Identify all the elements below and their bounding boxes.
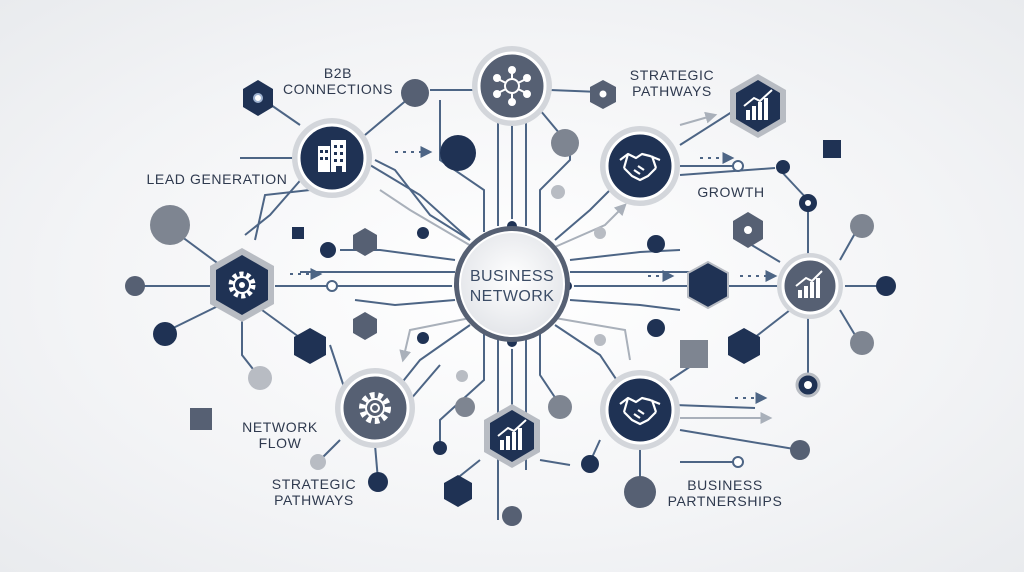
hex-node (294, 328, 326, 364)
node-dot (248, 366, 272, 390)
hex-node (353, 228, 377, 256)
node-dot (401, 79, 429, 107)
node-dot (776, 160, 790, 174)
labels: B2B CONNECTIONS STRATEGIC PATHWAYS LEAD … (147, 65, 783, 509)
handshake-icon (619, 152, 661, 182)
bar-chart-icon (795, 270, 823, 298)
hex-node (687, 260, 729, 310)
partnerships-node (600, 370, 680, 450)
hex-node (353, 312, 377, 340)
building-icon (318, 140, 346, 172)
label-business: BUSINESS (687, 477, 763, 493)
ring-dot (804, 381, 812, 389)
strategic-top-node (730, 74, 786, 138)
node-dot (150, 205, 190, 245)
label-partnerships: PARTNERSHIPS (668, 493, 783, 509)
ring-dot (805, 200, 811, 206)
node-dot (647, 235, 665, 253)
hex-node (444, 475, 472, 507)
bar-chart-icon (497, 419, 527, 450)
ring-dot (732, 160, 744, 172)
node-dot (551, 129, 579, 157)
bar-chart-icon (743, 89, 773, 120)
gear-icon (228, 271, 256, 299)
ring-dot (326, 280, 338, 292)
node-dot (624, 476, 656, 508)
node-dot (455, 397, 475, 417)
node-dot (850, 214, 874, 238)
label-strategic-top-2: PATHWAYS (632, 83, 712, 99)
growth-chart-node (777, 253, 843, 319)
node-dot (125, 276, 145, 296)
node-dot (850, 331, 874, 355)
hex-node (728, 328, 760, 364)
node-dot (551, 185, 565, 199)
hub-node: BUSINESS NETWORK (454, 226, 570, 342)
label-lead-generation: LEAD GENERATION (147, 171, 288, 187)
node-dot (417, 227, 429, 239)
label-network: NETWORK (242, 419, 318, 435)
node-dot (417, 332, 429, 344)
label-strategic-bottom-2: PATHWAYS (274, 492, 354, 508)
network-icon (493, 66, 531, 106)
gear-icon (359, 392, 391, 424)
label-flow: FLOW (259, 435, 302, 451)
lead-node (210, 248, 274, 322)
node-dot (320, 242, 336, 258)
label-connections: CONNECTIONS (283, 81, 393, 97)
node-dot (456, 370, 468, 382)
handshake-icon (619, 396, 661, 426)
node-dot (594, 334, 606, 346)
bottom-chart-node (484, 404, 540, 468)
flow-arrows (290, 146, 778, 404)
label-strategic-bottom-1: STRATEGIC (272, 476, 356, 492)
node-dot (368, 472, 388, 492)
hub-title-line2: NETWORK (470, 288, 555, 305)
growth-handshake-node (600, 126, 680, 206)
small-hexagons (243, 80, 763, 507)
node-dot (502, 506, 522, 526)
network-flow-node (335, 368, 415, 448)
node-square (680, 340, 708, 368)
node-dot (647, 319, 665, 337)
label-b2b: B2B (324, 65, 352, 81)
hub-title-line1: BUSINESS (470, 268, 554, 285)
node-dot (548, 395, 572, 419)
b2b-node (292, 118, 372, 198)
node-dot (440, 135, 476, 171)
node-dot (310, 454, 326, 470)
node-square (823, 140, 841, 158)
node-dot (876, 276, 896, 296)
node-dot (153, 322, 177, 346)
label-growth: GROWTH (697, 184, 764, 200)
node-dot (581, 455, 599, 473)
node-dot (790, 440, 810, 460)
node-dot (433, 441, 447, 455)
node-dot (594, 227, 606, 239)
node-square (190, 408, 212, 430)
ring-dot (732, 456, 744, 468)
label-strategic-top-1: STRATEGIC (630, 67, 714, 83)
node-square (292, 227, 304, 239)
network-top-node (472, 46, 552, 126)
